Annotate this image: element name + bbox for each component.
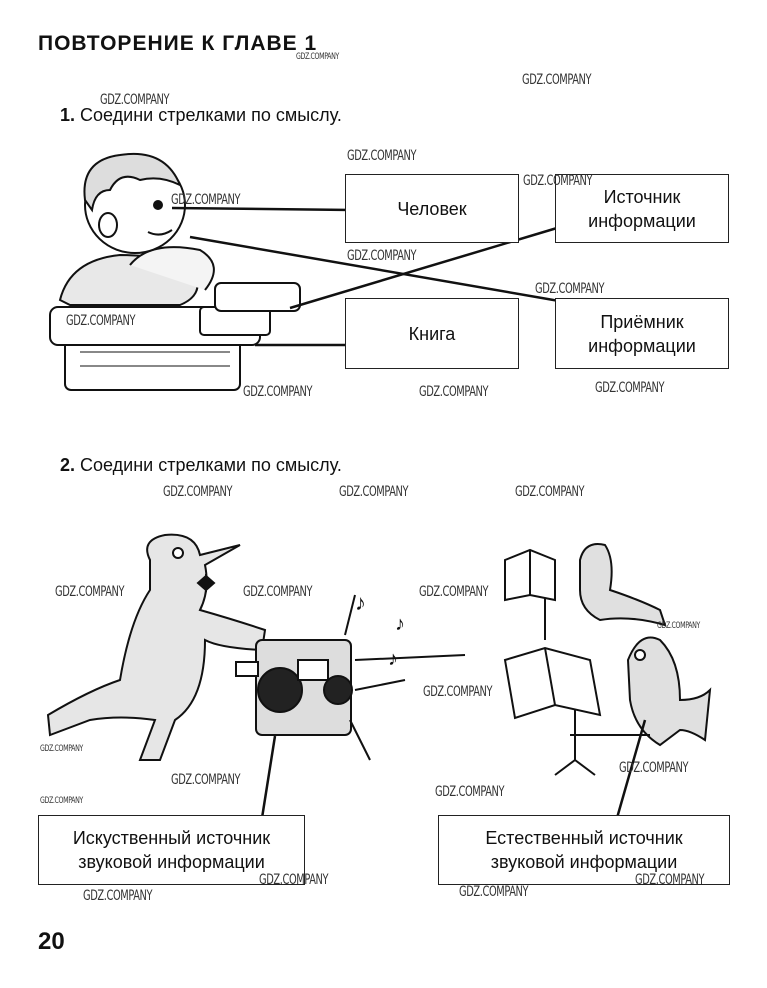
box-chelovek[interactable]: Человек bbox=[345, 174, 519, 243]
task2-number: 2. bbox=[60, 455, 76, 475]
task2-text: Соедини стрелками по смыслу. bbox=[80, 455, 342, 475]
watermark: GDZ.COMPANY bbox=[635, 872, 705, 888]
box-kniga-label: Книга bbox=[408, 323, 456, 344]
box-natural-line1: Естественный источник bbox=[485, 828, 683, 848]
box-priemnik-line1: Приёмник bbox=[600, 311, 684, 332]
svg-text:♪: ♪ bbox=[355, 590, 366, 615]
box-natural-sound-source[interactable]: Естественный источник звуковой информаци… bbox=[438, 815, 730, 885]
watermark: GDZ.COMPANY bbox=[55, 584, 125, 600]
box-chelovek-label: Человек bbox=[397, 198, 467, 219]
watermark: GDZ.COMPANY bbox=[619, 760, 689, 776]
box-istochnik-line1: Источник bbox=[603, 186, 681, 207]
watermark: GDZ.COMPANY bbox=[339, 484, 409, 500]
box-artificial-sound-source[interactable]: Искуственный источник звуковой информаци… bbox=[38, 815, 305, 885]
watermark: GDZ.COMPANY bbox=[171, 772, 241, 788]
watermark: GDZ.COMPANY bbox=[171, 192, 241, 208]
task1-number: 1. bbox=[60, 105, 76, 125]
watermark: GDZ.COMPANY bbox=[243, 584, 313, 600]
watermark: GDZ.COMPANY bbox=[347, 248, 417, 264]
box-natural-line2: звуковой информации bbox=[490, 852, 678, 872]
task2-connection-lines bbox=[260, 719, 647, 819]
watermark: GDZ.COMPANY bbox=[595, 380, 665, 396]
bird-with-tape-recorder-illustration: ♪ ♪ ♪ bbox=[46, 533, 466, 761]
watermark: GDZ.COMPANY bbox=[435, 784, 505, 800]
page-heading: ПОВТОРЕНИЕ К ГЛАВЕ 1 bbox=[38, 32, 318, 55]
box-istochnik-informacii[interactable]: Источник информации bbox=[555, 174, 729, 243]
watermark: GDZ.COMPANY bbox=[66, 313, 136, 329]
watermark: GDZ.COMPANY bbox=[243, 384, 313, 400]
boy-with-books-illustration bbox=[49, 152, 301, 391]
watermark: GDZ.COMPANY bbox=[419, 584, 489, 600]
box-priemnik-line2: информации bbox=[588, 335, 696, 356]
watermark: GDZ.COMPANY bbox=[522, 72, 592, 88]
watermark: GDZ.COMPANY bbox=[40, 744, 83, 754]
watermark: GDZ.COMPANY bbox=[515, 484, 585, 500]
box-kniga[interactable]: Книга bbox=[345, 298, 519, 369]
watermark: GDZ.COMPANY bbox=[100, 92, 170, 108]
watermark: GDZ.COMPANY bbox=[40, 796, 83, 806]
task1-text: Соедини стрелками по смыслу. bbox=[80, 105, 342, 125]
watermark: GDZ.COMPANY bbox=[296, 52, 339, 62]
box-artificial-line2: звуковой информации bbox=[78, 852, 265, 872]
line-eye-to-chelovek bbox=[171, 206, 353, 212]
birds-with-music-stand-illustration bbox=[503, 543, 712, 776]
line-bird-to-natural bbox=[615, 719, 647, 819]
box-artificial-line1: Искуственный источник bbox=[72, 828, 271, 848]
watermark: GDZ.COMPANY bbox=[419, 384, 489, 400]
watermark: GDZ.COMPANY bbox=[259, 872, 329, 888]
line-mouth-to-priemnik bbox=[189, 235, 566, 304]
watermark: GDZ.COMPANY bbox=[347, 148, 417, 164]
line-recorder-to-artificial bbox=[260, 735, 277, 819]
box-istochnik-line2: информации bbox=[588, 210, 696, 231]
page-number: 20 bbox=[38, 928, 65, 955]
watermark: GDZ.COMPANY bbox=[83, 888, 153, 904]
box-priemnik-informacii[interactable]: Приёмник информации bbox=[555, 298, 729, 369]
watermark: GDZ.COMPANY bbox=[163, 484, 233, 500]
watermark: GDZ.COMPANY bbox=[535, 281, 605, 297]
svg-text:♪: ♪ bbox=[395, 613, 405, 635]
book-top bbox=[214, 282, 301, 312]
task1-instruction: 1. Соедини стрелками по смыслу. bbox=[60, 105, 342, 126]
svg-text:♪: ♪ bbox=[388, 648, 398, 670]
watermark: GDZ.COMPANY bbox=[523, 173, 593, 189]
watermark: GDZ.COMPANY bbox=[459, 884, 529, 900]
task2-instruction: 2. Соедини стрелками по смыслу. bbox=[60, 455, 342, 476]
watermark: GDZ.COMPANY bbox=[423, 684, 493, 700]
watermark: GDZ.COMPANY bbox=[657, 621, 700, 631]
